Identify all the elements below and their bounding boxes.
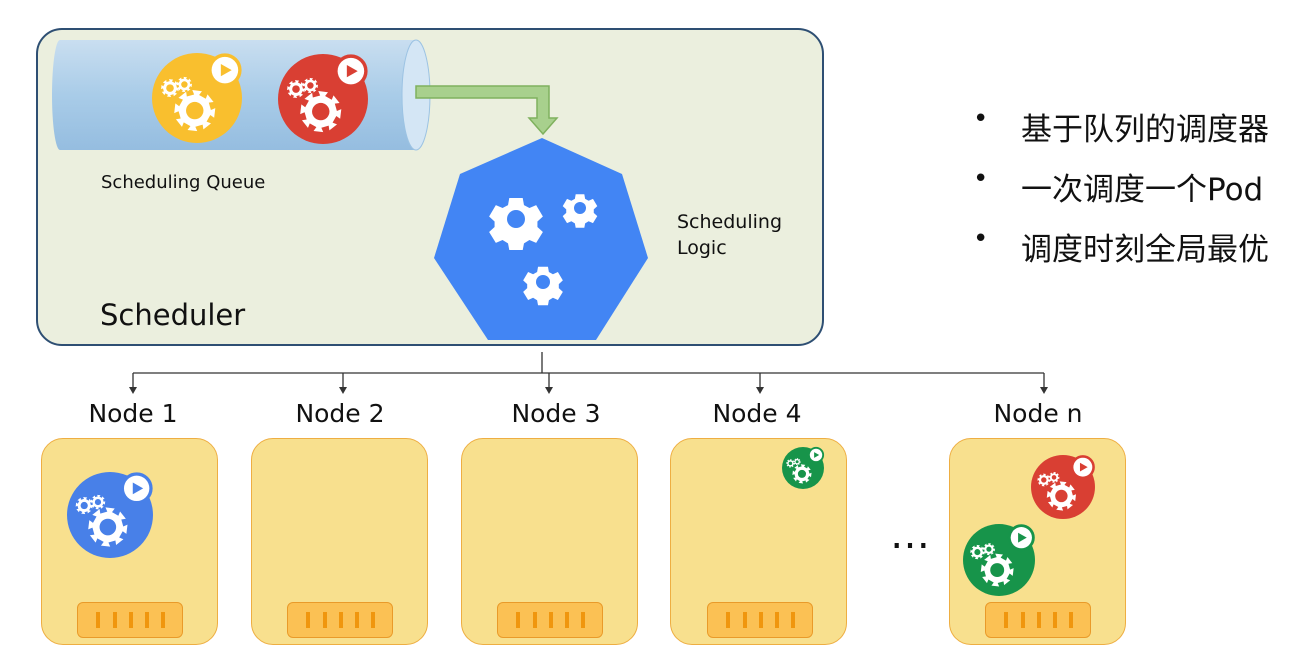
scheduling-queue-tube — [52, 39, 431, 151]
bullet-dot-icon: • — [973, 224, 989, 254]
node-resource-slot — [77, 602, 183, 638]
logic-label-line2: Logic — [677, 237, 727, 259]
scheduler-title: Scheduler — [100, 298, 246, 332]
node-label: Node 2 — [295, 399, 385, 428]
node-label: Node 1 — [88, 399, 178, 428]
more-nodes-ellipsis: … — [890, 512, 932, 558]
feature-bullets: •基于队列的调度器 •一次调度一个Pod •调度时刻全局最优 — [973, 104, 1269, 284]
bullet-dot-icon: • — [973, 164, 989, 194]
bullet-item: •一次调度一个Pod — [973, 164, 1264, 208]
queue-to-logic-arrow — [415, 85, 559, 136]
bullet-item: •调度时刻全局最优 — [973, 224, 1269, 268]
logic-label-line1: Scheduling — [677, 211, 783, 233]
scheduling-queue-label: Scheduling Queue — [101, 172, 266, 193]
node-label: Node n — [993, 399, 1083, 428]
node-label: Node 3 — [511, 399, 601, 428]
bullet-item: •基于队列的调度器 — [973, 104, 1269, 148]
node-resource-slot — [707, 602, 813, 638]
connector-arrowheads — [129, 387, 1048, 394]
node-connectors — [132, 352, 1045, 388]
node-resource-slot — [497, 602, 603, 638]
bullet-dot-icon: • — [973, 104, 989, 134]
node-label: Node 4 — [712, 399, 802, 428]
scheduling-logic-heptagon — [434, 138, 648, 340]
node-resource-slot — [985, 602, 1091, 638]
node-resource-slot — [287, 602, 393, 638]
scheduling-logic-label: Scheduling Logic — [677, 209, 782, 261]
